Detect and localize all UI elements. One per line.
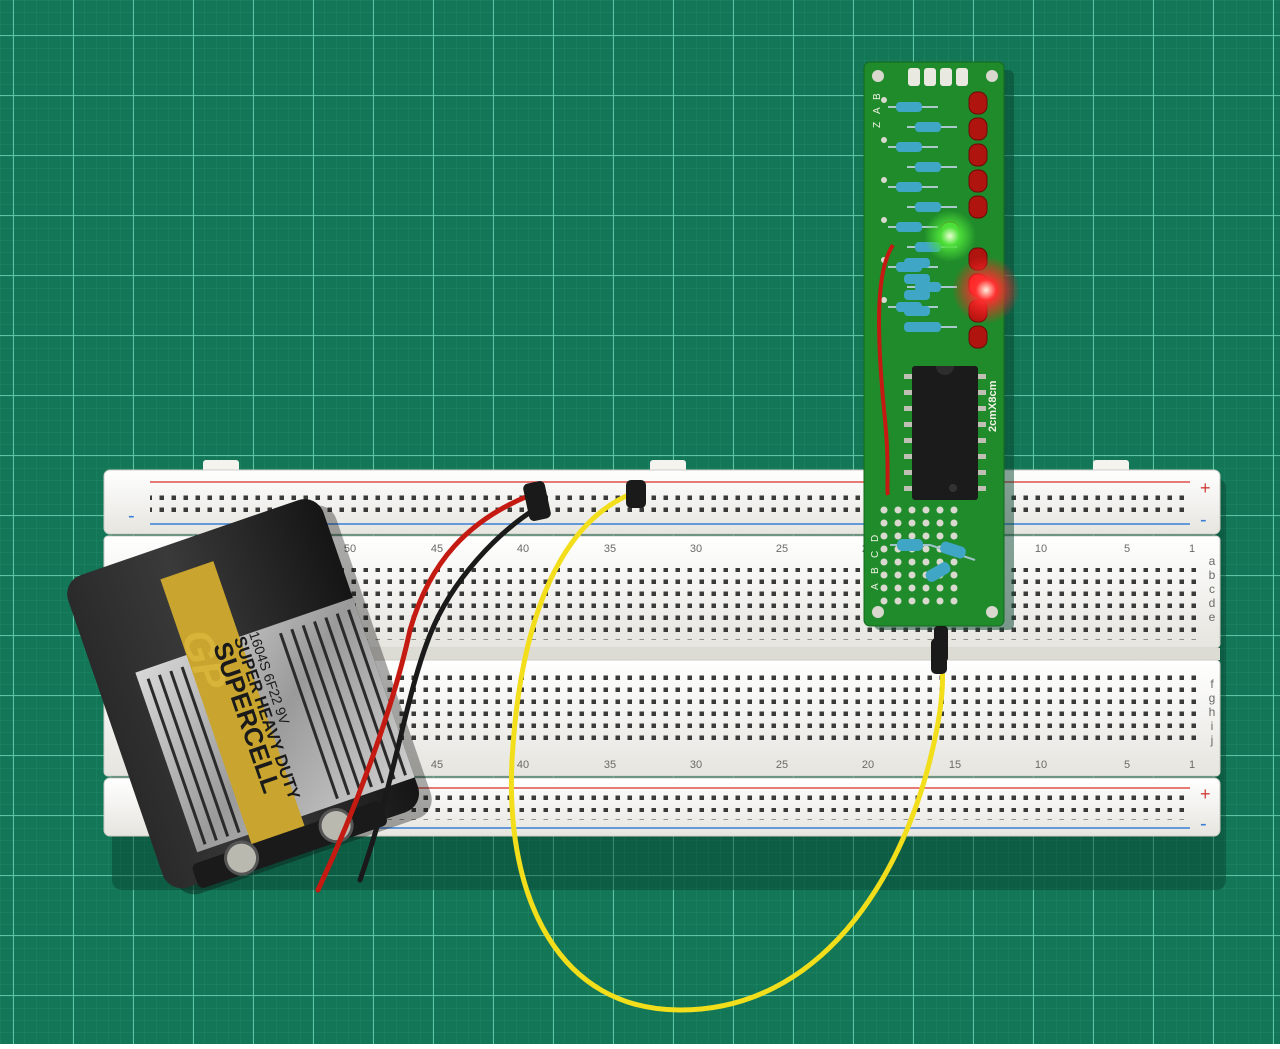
- resistor: [896, 222, 922, 232]
- resistor: [915, 122, 941, 132]
- led: [968, 325, 988, 349]
- column-number: 40: [517, 543, 529, 555]
- row-letter: h: [1209, 705, 1216, 719]
- resistor: [896, 142, 922, 152]
- resistor: [915, 202, 941, 212]
- resistor: [904, 306, 930, 316]
- row-letter: c: [1209, 582, 1215, 596]
- led: [968, 117, 988, 141]
- column-number: 40: [517, 759, 529, 771]
- column-number: 5: [1124, 759, 1130, 771]
- led-glow-red: [952, 256, 1020, 324]
- ic-chip: [912, 366, 978, 500]
- pcb-letter: B: [872, 93, 883, 100]
- row-letter: j: [1210, 733, 1214, 747]
- row-letter: i: [1211, 719, 1214, 733]
- resistor: [915, 282, 941, 292]
- row-letter: g: [1209, 691, 1216, 705]
- column-number: 10: [1035, 543, 1047, 555]
- column-number: 35: [604, 759, 616, 771]
- row-letter: b: [1209, 568, 1216, 582]
- battery-9v: GP SUPERCELL SUPER HEAVY DUTY 1604S 6F22…: [67, 499, 432, 895]
- rail-minus-bottom-right: -: [1200, 813, 1207, 835]
- resistor: [915, 162, 941, 172]
- pcb-letter: A: [872, 107, 883, 114]
- wire-black: [357, 503, 543, 883]
- column-number: 45: [431, 543, 443, 555]
- column-number: 15: [949, 759, 961, 771]
- led-glow-green: [924, 210, 976, 262]
- pcb-top-letters: Z AB: [872, 93, 883, 128]
- column-number: 25: [776, 543, 788, 555]
- pcb-letter: B: [870, 567, 881, 574]
- row-letter: d: [1209, 596, 1216, 610]
- pcb-letter: A: [870, 583, 881, 590]
- row-letter: a: [1209, 554, 1216, 568]
- pcb-column-letters: A B C D: [870, 535, 881, 590]
- column-number: 25: [776, 759, 788, 771]
- resistor: [904, 322, 930, 332]
- row-letter: f: [1210, 677, 1214, 691]
- column-number: 35: [604, 543, 616, 555]
- led: [968, 195, 988, 219]
- rail-plus-bottom-right: +: [1200, 784, 1211, 804]
- column-number: 20: [862, 759, 874, 771]
- resistor: [904, 290, 930, 300]
- column-number: 30: [690, 759, 702, 771]
- column-number: 30: [690, 543, 702, 555]
- column-number: 45: [431, 759, 443, 771]
- column-number: 50: [344, 543, 356, 555]
- resistor: [904, 274, 930, 284]
- column-number: 10: [1035, 759, 1047, 771]
- led: [968, 91, 988, 115]
- pcb-size-label: 2cmX8cm: [987, 380, 999, 432]
- rail-minus-top-right: -: [1200, 509, 1207, 531]
- resistor: [904, 258, 930, 268]
- resistor: [896, 182, 922, 192]
- pcb-letter: D: [870, 535, 881, 542]
- column-number: 1: [1189, 759, 1195, 771]
- pcb-letter: Z: [872, 122, 883, 128]
- column-number: 5: [1124, 543, 1130, 555]
- column-number: 1: [1189, 543, 1195, 555]
- row-letter: e: [1209, 610, 1216, 624]
- pcb-letter: C: [870, 551, 881, 558]
- resistor: [896, 102, 922, 112]
- rail-plus-top-right: +: [1200, 478, 1211, 498]
- wire-yellow: [508, 489, 946, 1013]
- rail-minus-top-left: -: [128, 505, 135, 527]
- wire-red: [315, 493, 531, 893]
- led: [968, 169, 988, 193]
- led: [968, 143, 988, 167]
